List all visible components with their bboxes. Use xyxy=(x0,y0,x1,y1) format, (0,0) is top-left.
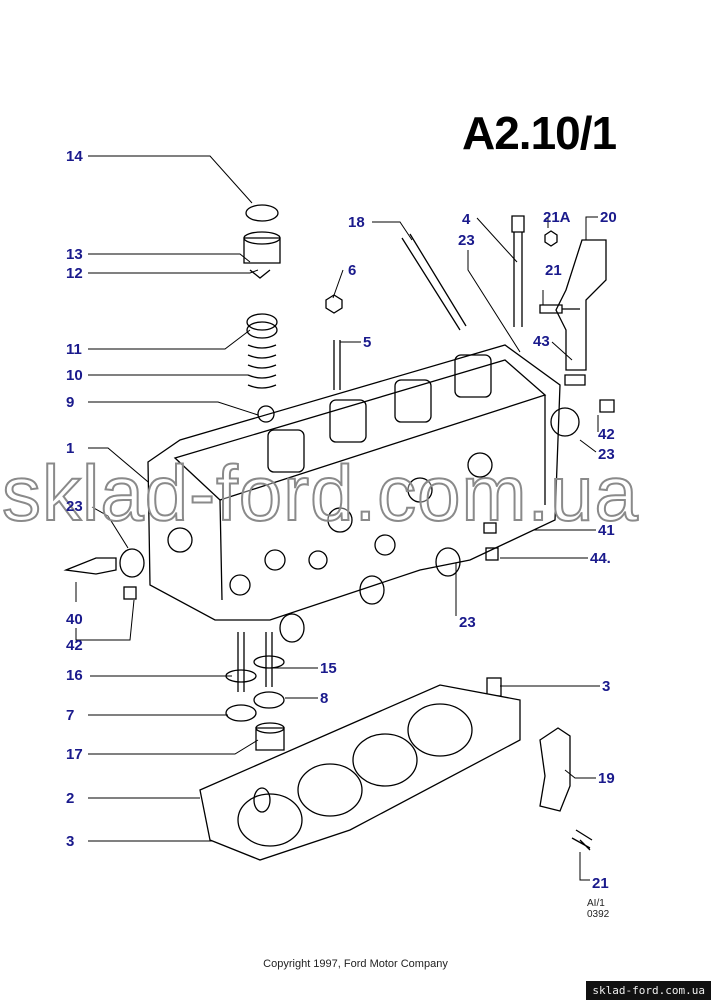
callout-label: 23 xyxy=(458,232,475,249)
callout-label: 15 xyxy=(320,660,337,677)
cylinder-head-drawing xyxy=(147,344,561,621)
head-gasket-drawing xyxy=(199,684,521,861)
callout-label: 42 xyxy=(66,637,83,654)
callout-label: 44. xyxy=(590,550,611,567)
drawing-code-line: AI/1 xyxy=(587,898,605,909)
valve-train-parts xyxy=(63,204,615,751)
callout-label: 23 xyxy=(66,498,83,515)
callout-label: 3 xyxy=(602,678,611,695)
callout-label: 21A xyxy=(543,209,571,226)
drawing-code: AI/1 0392 xyxy=(587,898,609,920)
callout-label: 14 xyxy=(66,148,83,165)
callout-label: 23 xyxy=(459,614,476,631)
callout-label: 6 xyxy=(348,262,357,279)
callout-label: 13 xyxy=(66,246,83,263)
callout-label: 42 xyxy=(598,426,615,443)
page-title: A2.10/1 xyxy=(462,107,617,159)
callout-label: 19 xyxy=(598,770,615,787)
callout-label: 12 xyxy=(66,265,83,282)
bracket-19-drawing xyxy=(539,727,593,851)
callout-label: 23 xyxy=(598,446,615,463)
callout-label: 21 xyxy=(592,875,609,892)
callout-label: 5 xyxy=(363,334,372,351)
callout-label: 2 xyxy=(66,790,75,807)
callout-label: 8 xyxy=(320,690,329,707)
callout-label: 21 xyxy=(545,262,562,279)
watermark: sklad-ford.com.ua xyxy=(1,448,639,538)
callout-label: 4 xyxy=(462,211,471,228)
callout-label: 18 xyxy=(348,214,365,231)
drawing-code-line: 0392 xyxy=(587,909,610,920)
callout-label: 3 xyxy=(66,833,75,850)
copyright-text: Copyright 1997, Ford Motor Company xyxy=(263,958,448,970)
callout-label: 7 xyxy=(66,707,75,724)
callout-label: 16 xyxy=(66,667,83,684)
callout-label: 10 xyxy=(66,367,83,384)
site-badge: sklad-ford.com.ua xyxy=(586,981,711,1000)
callout-label: 40 xyxy=(66,611,83,628)
callout-label: 17 xyxy=(66,746,83,763)
callout-label: 9 xyxy=(66,394,75,411)
callout-label: 20 xyxy=(600,209,617,226)
callout-label: 11 xyxy=(66,341,82,358)
callout-label: 41 xyxy=(598,522,615,539)
leader-lines xyxy=(75,155,600,881)
callout-label: 1 xyxy=(66,440,75,457)
callout-label: 43 xyxy=(533,333,550,350)
